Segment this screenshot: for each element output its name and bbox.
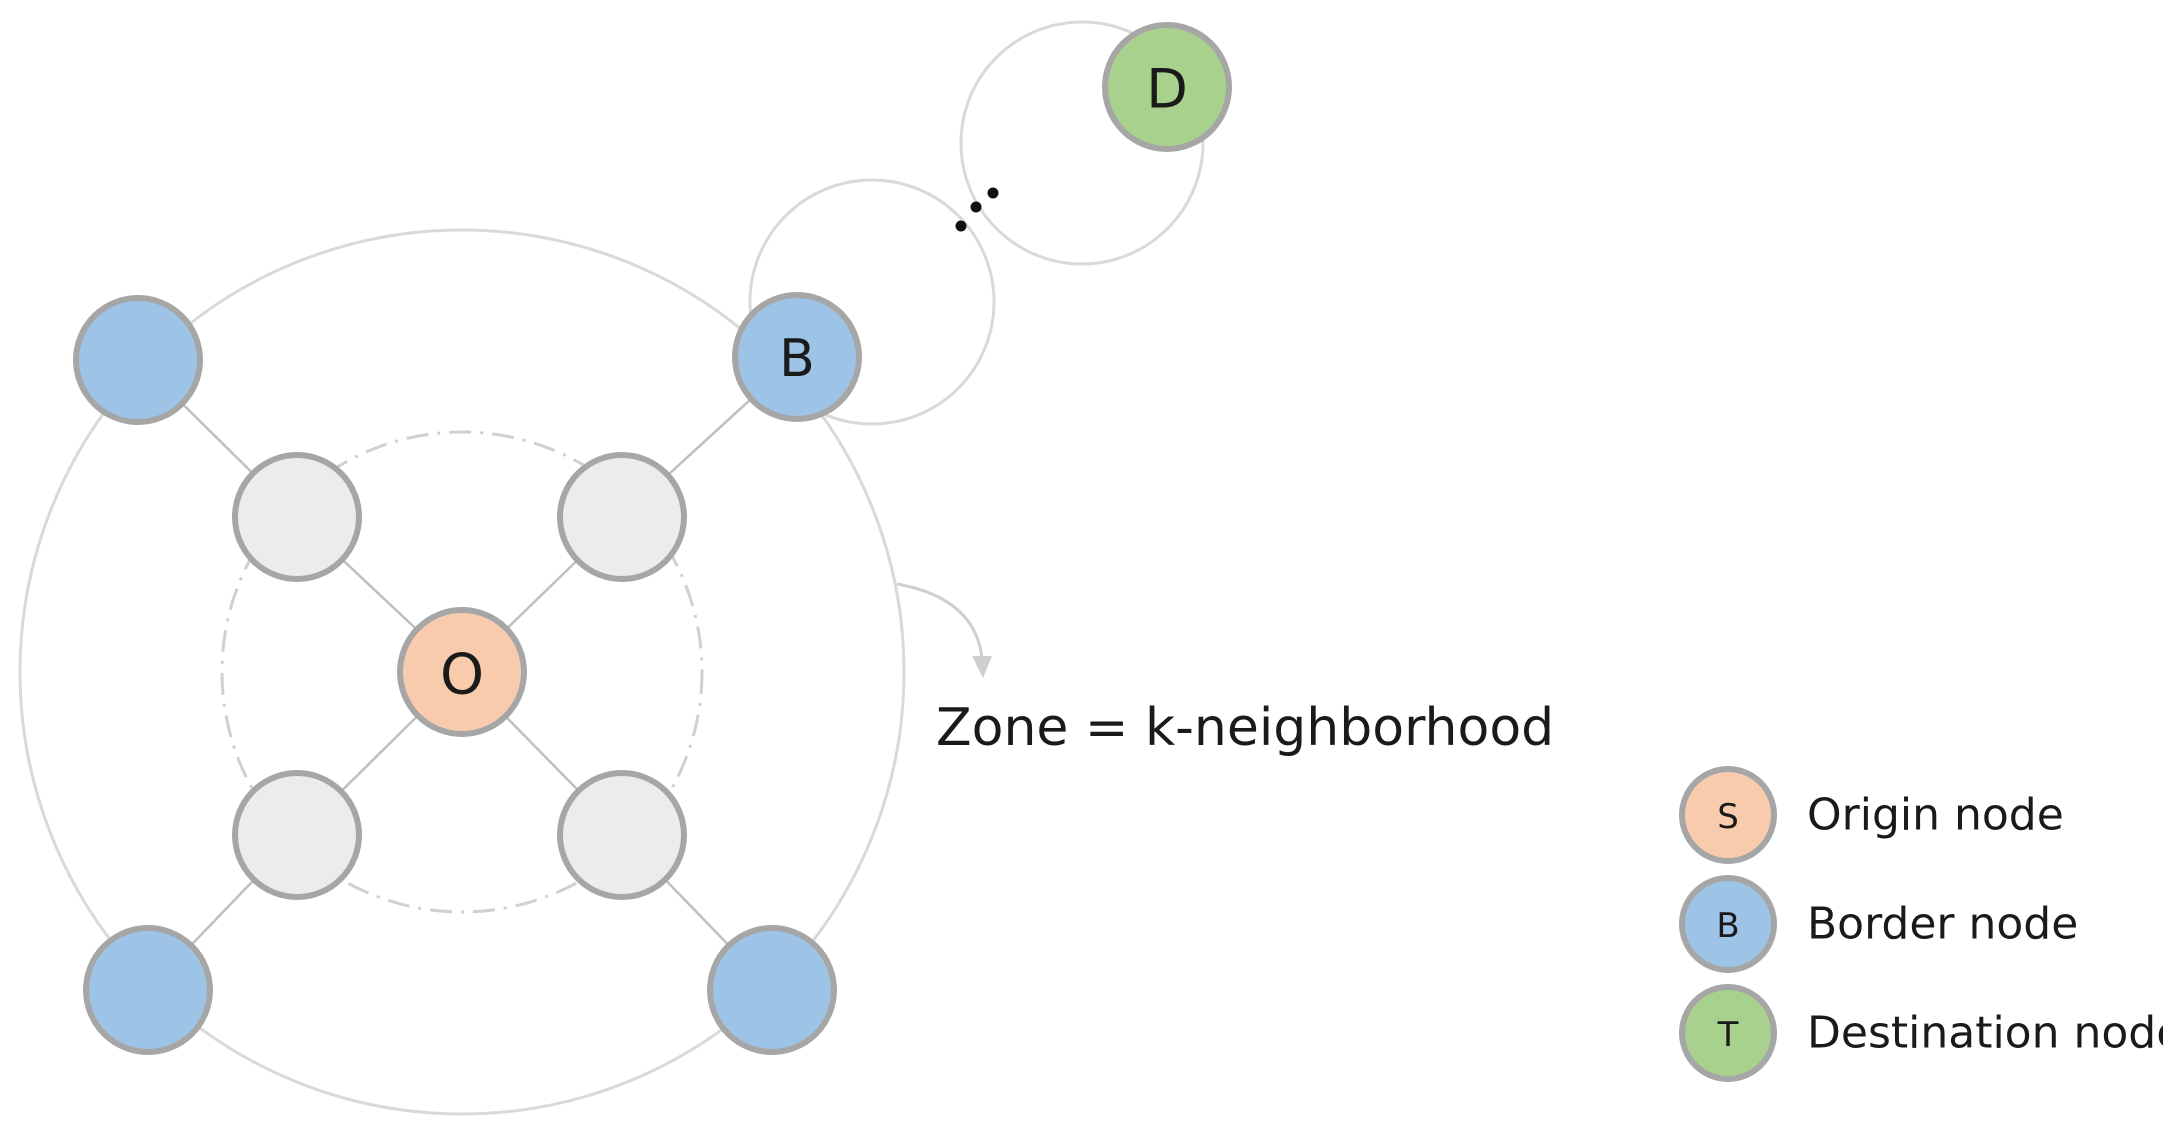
ellipsis-dot-2 bbox=[970, 201, 982, 213]
border-node-label: B bbox=[779, 329, 815, 389]
legend-destination-symbol: T bbox=[1717, 1015, 1739, 1055]
ellipsis-dot-3 bbox=[987, 187, 999, 199]
border-node-br bbox=[707, 925, 837, 1055]
legend-item-origin: S Origin node bbox=[1679, 766, 2064, 864]
inner-node-br bbox=[557, 770, 687, 900]
inner-node-tl bbox=[232, 452, 362, 582]
border-node-tr bbox=[732, 292, 862, 422]
ellipsis-dots bbox=[955, 187, 999, 232]
next-zone-ring-1 bbox=[748, 178, 996, 426]
inner-node-tr bbox=[557, 452, 687, 582]
origin-node-label: O bbox=[440, 643, 484, 708]
legend-border-swatch bbox=[1679, 875, 1777, 973]
legend-destination-label: Destination node bbox=[1807, 1008, 2163, 1059]
inner-nodes bbox=[232, 452, 687, 900]
inner-node-bl bbox=[232, 770, 362, 900]
destination-node-circle bbox=[1102, 22, 1232, 152]
border-nodes: B bbox=[73, 292, 862, 1055]
next-zone-ring-2 bbox=[959, 20, 1205, 266]
origin-node-circle bbox=[397, 607, 527, 737]
legend-border-label: Border node bbox=[1807, 899, 2078, 950]
ellipsis-dot-1 bbox=[955, 220, 967, 232]
destination-node: D bbox=[1102, 22, 1232, 152]
origin-node: O bbox=[397, 607, 527, 737]
outer-zone-ring bbox=[18, 228, 906, 1116]
legend-origin-label: Origin node bbox=[1807, 790, 2064, 841]
border-node-bl bbox=[83, 925, 213, 1055]
legend-origin-swatch bbox=[1679, 766, 1777, 864]
border-node-tl bbox=[73, 295, 203, 425]
inner-zone-ring bbox=[220, 430, 704, 914]
legend-origin-symbol: S bbox=[1717, 797, 1739, 837]
zone-label: Zone = k-neighborhood bbox=[936, 698, 1554, 758]
legend-item-destination: T Destination node bbox=[1679, 984, 2163, 1082]
destination-node-label: D bbox=[1146, 58, 1188, 121]
zone-arrow bbox=[896, 582, 992, 678]
zone-rings bbox=[18, 20, 1205, 1116]
legend-destination-swatch bbox=[1679, 984, 1777, 1082]
legend-item-border: B Border node bbox=[1679, 875, 2078, 973]
legend-border-symbol: B bbox=[1716, 906, 1739, 946]
zone-arrow-head bbox=[972, 656, 992, 678]
legend: S Origin node B Border node T Destinatio… bbox=[1679, 766, 2163, 1082]
zone-arrow-curve bbox=[896, 582, 984, 659]
